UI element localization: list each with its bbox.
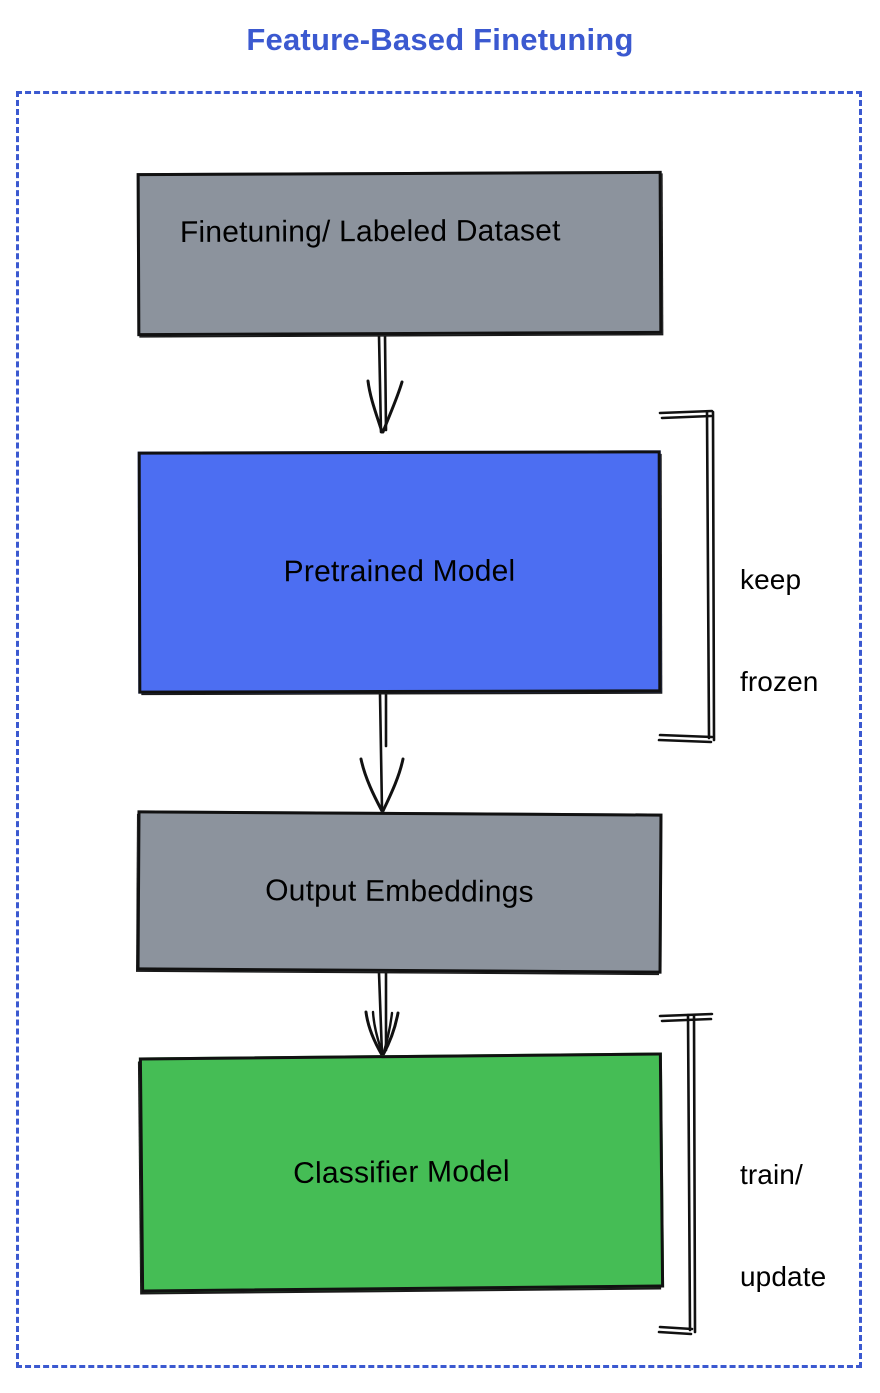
edge-pretrained-model-to-output-embeddings (359, 692, 405, 813)
bracket-keep-frozen (657, 409, 716, 744)
edge-dataset-to-pretrained-model (366, 334, 404, 434)
page-title: Feature-Based Finetuning (246, 22, 634, 57)
annotation-train-update: train/ update (740, 1090, 826, 1328)
node-label-output-embeddings: Output Embeddings (265, 874, 534, 909)
node-pretrained-model[interactable]: Pretrained Model (137, 450, 662, 694)
node-label-dataset: Finetuning/ Labeled Dataset (179, 214, 561, 249)
node-output-embeddings[interactable]: Output Embeddings (136, 810, 663, 974)
edge-output-embeddings-to-classifier-model (364, 971, 400, 1057)
diagram-frame (16, 91, 862, 1368)
node-label-pretrained-model: Pretrained Model (283, 554, 516, 589)
annotation-keep-frozen-line1: keep (740, 564, 802, 595)
annotation-keep-frozen: keep frozen (740, 495, 818, 733)
node-label-classifier-model: Classifier Model (293, 1154, 510, 1190)
annotation-train-update-line2: update (740, 1261, 827, 1292)
bracket-train-update (657, 1012, 714, 1336)
node-classifier-model[interactable]: Classifier Model (138, 1052, 665, 1293)
annotation-keep-frozen-line2: frozen (740, 666, 819, 697)
annotation-train-update-line1: train/ (740, 1159, 803, 1190)
node-finetuning-labeled-dataset[interactable]: Finetuning/ Labeled Dataset (136, 170, 663, 337)
